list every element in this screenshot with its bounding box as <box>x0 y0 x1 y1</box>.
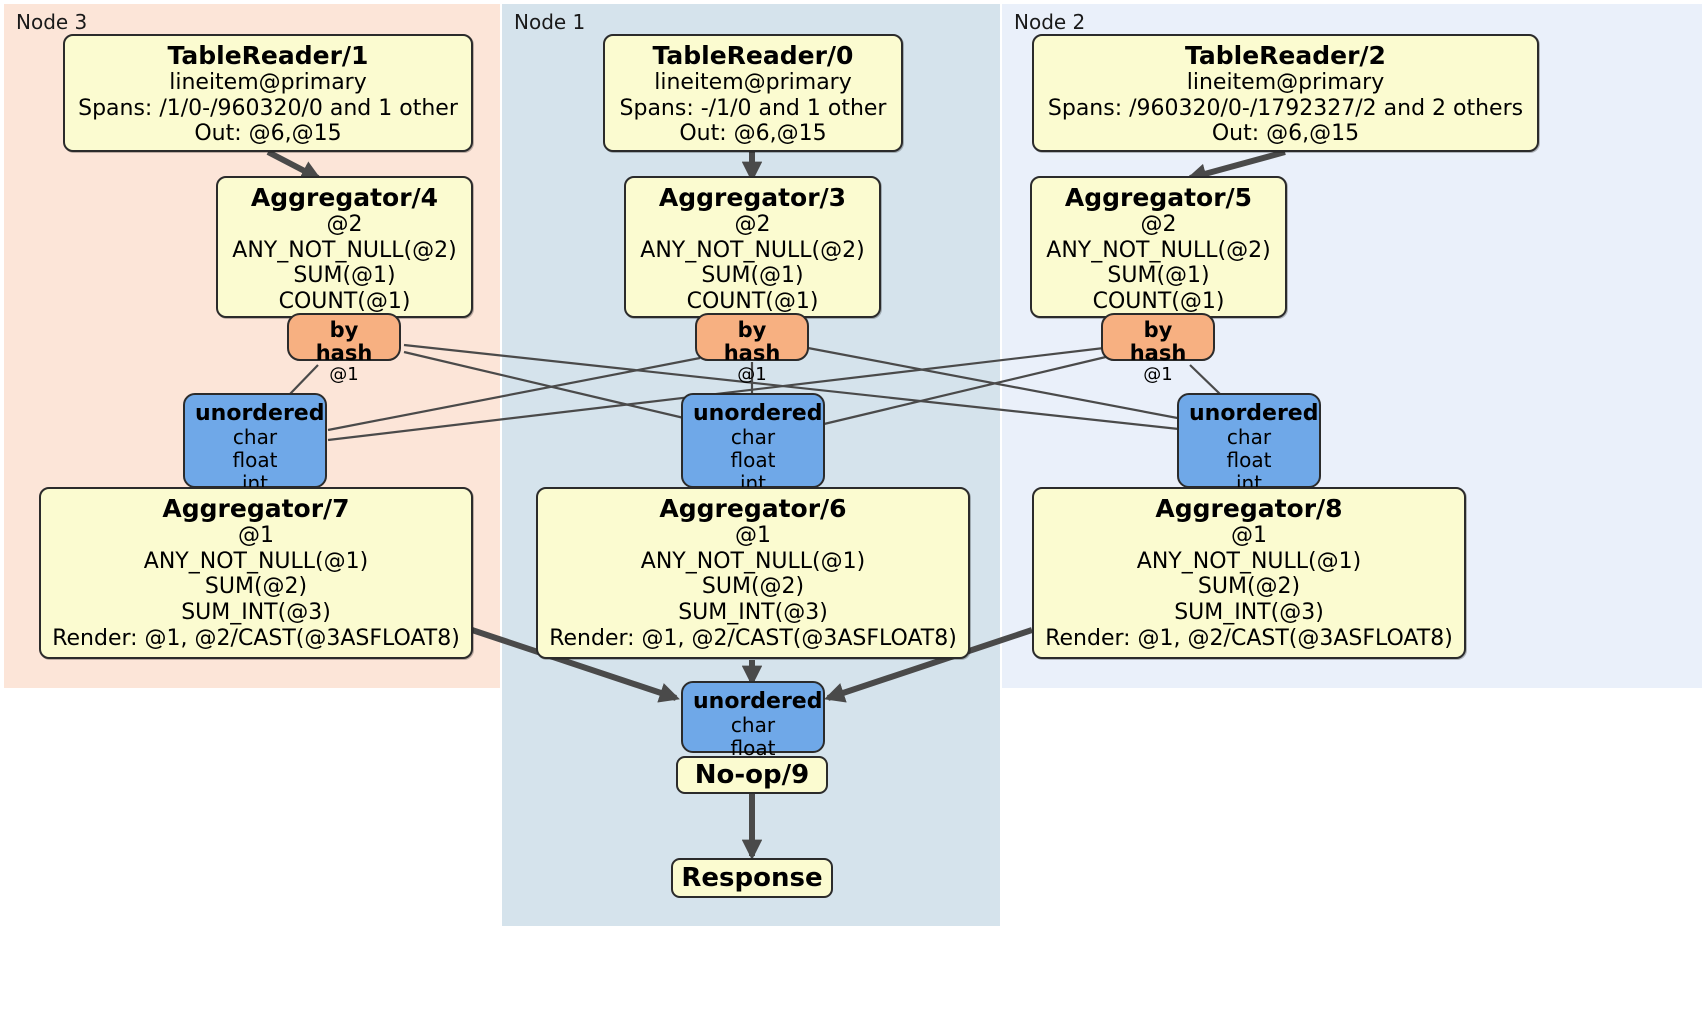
hash-router-5[interactable]: by hash @1 <box>1101 313 1215 384</box>
aggregator-8-title: Aggregator/8 <box>1155 494 1343 523</box>
table-reader-1-spans: Spans: /1/0-/960320/0 and 1 other <box>78 95 458 121</box>
table-reader-1-box[interactable]: TableReader/1 lineitem@primary Spans: /1… <box>63 34 473 152</box>
aggregator-5-group: @2 <box>1140 212 1177 237</box>
hash-router-3[interactable]: by hash @1 <box>695 313 809 384</box>
aggregator-8-box[interactable]: Aggregator/8 @1 ANY_NOT_NULL(@1) SUM(@2)… <box>1032 487 1466 659</box>
inbox-7-type-1: char <box>232 425 278 450</box>
no-op-9-title: No-op/9 <box>694 760 810 790</box>
table-reader-1-title: TableReader/1 <box>167 41 369 70</box>
table-reader-2-out: Out: @6,@15 <box>1211 121 1360 147</box>
panel-node-2-label: Node 2 <box>1014 10 1086 34</box>
aggregator-8-group: @1 <box>1231 523 1267 548</box>
no-op-9-box[interactable]: No-op/9 <box>676 756 828 794</box>
aggregator-5-title: Aggregator/5 <box>1064 183 1253 212</box>
aggregator-8-func-1: ANY_NOT_NULL(@1) <box>1136 548 1362 574</box>
aggregator-6-box[interactable]: Aggregator/6 @1 ANY_NOT_NULL(@1) SUM(@2)… <box>536 487 970 659</box>
inbox-8-type-2: float <box>1226 448 1272 473</box>
table-reader-2-title: TableReader/2 <box>1185 41 1386 70</box>
aggregator-3-func-1: ANY_NOT_NULL(@2) <box>640 237 865 263</box>
aggregator-7-func-3: SUM_INT(@3) <box>181 600 331 626</box>
aggregator-5-func-2: SUM(@1) <box>1107 263 1210 289</box>
aggregator-4-func-3: COUNT(@1) <box>278 289 411 315</box>
aggregator-4-group: @2 <box>326 212 363 237</box>
aggregator-7-func-1: ANY_NOT_NULL(@1) <box>143 548 369 574</box>
aggregator-3-title: Aggregator/3 <box>658 183 847 212</box>
aggregator-7-group: @1 <box>238 523 274 548</box>
aggregator-5-func-3: COUNT(@1) <box>1092 289 1225 315</box>
hash-router-4-title: by hash <box>315 318 373 366</box>
aggregator-6-func-2: SUM(@2) <box>701 574 805 600</box>
aggregator-8-func-2: SUM(@2) <box>1197 574 1301 600</box>
inbox-7-title: unordered <box>195 401 325 426</box>
aggregator-5-box[interactable]: Aggregator/5 @2 ANY_NOT_NULL(@2) SUM(@1)… <box>1030 176 1287 318</box>
aggregator-3-func-2: SUM(@1) <box>701 263 804 289</box>
aggregator-4-box[interactable]: Aggregator/4 @2 ANY_NOT_NULL(@2) SUM(@1)… <box>216 176 473 318</box>
inbox-final-type-1: char <box>730 713 776 738</box>
aggregator-3-func-3: COUNT(@1) <box>686 289 819 315</box>
inbox-6-type-2: float <box>730 448 776 473</box>
aggregator-3-box[interactable]: Aggregator/3 @2 ANY_NOT_NULL(@2) SUM(@1)… <box>624 176 881 318</box>
table-reader-2-table: lineitem@primary <box>1186 70 1385 95</box>
hash-router-5-column: @1 <box>1143 364 1173 386</box>
inbox-7-type-2: float <box>232 448 278 473</box>
aggregator-7-func-2: SUM(@2) <box>204 574 308 600</box>
table-reader-2-box[interactable]: TableReader/2 lineitem@primary Spans: /9… <box>1032 34 1539 152</box>
hash-router-4-column: @1 <box>329 364 359 386</box>
response-box[interactable]: Response <box>671 858 833 898</box>
hash-router-5-title: by hash <box>1129 318 1187 366</box>
inbox-unordered-final[interactable]: unordered char float <box>681 681 825 760</box>
aggregator-8-func-3: SUM_INT(@3) <box>1174 600 1324 626</box>
aggregator-6-func-1: ANY_NOT_NULL(@1) <box>640 548 866 574</box>
aggregator-5-func-1: ANY_NOT_NULL(@2) <box>1046 237 1271 263</box>
aggregator-3-group: @2 <box>734 212 771 237</box>
aggregator-7-box[interactable]: Aggregator/7 @1 ANY_NOT_NULL(@1) SUM(@2)… <box>39 487 473 659</box>
inbox-6-title: unordered <box>693 401 823 426</box>
hash-router-3-column: @1 <box>737 364 767 386</box>
aggregator-4-title: Aggregator/4 <box>250 183 439 212</box>
table-reader-2-spans: Spans: /960320/0-/1792327/2 and 2 others <box>1047 95 1524 121</box>
hash-router-3-title: by hash <box>723 318 781 366</box>
aggregator-6-func-3: SUM_INT(@3) <box>678 600 828 626</box>
aggregator-7-render: Render: @1, @2/CAST(@3ASFLOAT8) <box>52 625 460 651</box>
inbox-final-title: unordered <box>693 689 823 714</box>
panel-node-3-label: Node 3 <box>16 10 88 34</box>
response-title: Response <box>681 863 823 893</box>
aggregator-6-render: Render: @1, @2/CAST(@3ASFLOAT8) <box>549 625 957 651</box>
aggregator-4-func-1: ANY_NOT_NULL(@2) <box>232 237 457 263</box>
aggregator-7-title: Aggregator/7 <box>162 494 350 523</box>
table-reader-0-box[interactable]: TableReader/0 lineitem@primary Spans: -/… <box>603 34 903 152</box>
aggregator-6-title: Aggregator/6 <box>659 494 847 523</box>
aggregator-4-func-2: SUM(@1) <box>293 263 396 289</box>
table-reader-0-title: TableReader/0 <box>652 41 854 70</box>
inbox-final-type-2: float <box>730 736 776 761</box>
table-reader-0-table: lineitem@primary <box>654 70 852 95</box>
inbox-unordered-7[interactable]: unordered char float int <box>183 393 327 495</box>
inbox-8-title: unordered <box>1189 401 1319 426</box>
aggregator-6-group: @1 <box>735 523 771 548</box>
inbox-6-type-1: char <box>730 425 776 450</box>
inbox-unordered-6[interactable]: unordered char float int <box>681 393 825 495</box>
inbox-unordered-8[interactable]: unordered char float int <box>1177 393 1321 495</box>
table-reader-0-spans: Spans: -/1/0 and 1 other <box>619 95 887 121</box>
table-reader-1-out: Out: @6,@15 <box>194 121 342 147</box>
hash-router-4[interactable]: by hash @1 <box>287 313 401 384</box>
inbox-8-type-1: char <box>1226 425 1272 450</box>
table-reader-0-out: Out: @6,@15 <box>679 121 827 147</box>
aggregator-8-render: Render: @1, @2/CAST(@3ASFLOAT8) <box>1045 625 1453 651</box>
table-reader-1-table: lineitem@primary <box>169 70 367 95</box>
panel-node-1-label: Node 1 <box>514 10 586 34</box>
